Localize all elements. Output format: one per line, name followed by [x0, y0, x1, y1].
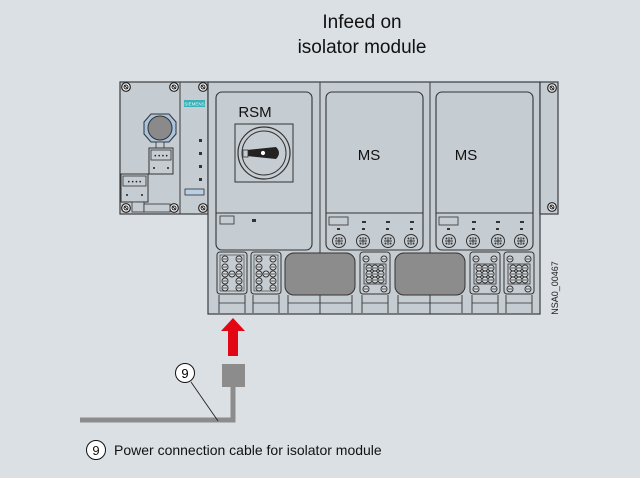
- ms-module-1: [325, 91, 424, 251]
- legend: 9 Power connection cable for isolator mo…: [86, 440, 382, 460]
- screw-icon: [121, 82, 131, 92]
- ms-label-2: MS: [455, 147, 478, 164]
- knob-icon[interactable]: [514, 234, 528, 248]
- screw-icon: [547, 83, 557, 93]
- screw-icon: [121, 203, 131, 213]
- diagram-title: Infeed on isolator module: [262, 10, 462, 60]
- connector-icon[interactable]: [503, 251, 535, 295]
- screw-icon: [547, 202, 557, 212]
- document-id: NSA0_00467: [550, 261, 560, 315]
- legend-text: Power connection cable for isolator modu…: [114, 442, 382, 458]
- brand-badge: [184, 100, 205, 107]
- svg-text:• • • •: • • • •: [154, 154, 167, 160]
- callout-9: 9: [175, 363, 195, 383]
- rsm-label: RSM: [238, 104, 271, 121]
- left-module: SIEMENS • • • • • • • •: [119, 81, 209, 215]
- screw-icon: [198, 82, 208, 92]
- knob-icon[interactable]: [466, 234, 480, 248]
- knob-icon[interactable]: [442, 234, 456, 248]
- connector-icon[interactable]: [469, 251, 501, 295]
- blank-cover: [394, 252, 466, 296]
- red-up-arrow-icon: [221, 318, 245, 356]
- callout-leader: [190, 381, 219, 422]
- callout-number: 9: [181, 365, 189, 381]
- connector-icon[interactable]: [359, 251, 391, 295]
- knob-icon[interactable]: [491, 234, 505, 248]
- rsm-module: [215, 91, 313, 251]
- title-line-1: Infeed on: [322, 12, 402, 33]
- knob-icon[interactable]: [356, 234, 370, 248]
- svg-text:SIEMENS: SIEMENS: [184, 102, 204, 107]
- knob-icon[interactable]: [404, 234, 418, 248]
- power-cable: [80, 387, 236, 423]
- blank-cover: [284, 252, 356, 296]
- title-line-2: isolator module: [297, 37, 427, 58]
- connector-strip: [216, 251, 535, 313]
- legend-number: 9: [86, 440, 106, 460]
- screw-icon: [198, 203, 208, 213]
- ms-label-1: MS: [358, 147, 381, 164]
- connector-icon[interactable]: [250, 251, 282, 295]
- knob-icon[interactable]: [332, 234, 346, 248]
- ms-module-2: [435, 91, 534, 251]
- svg-text:• • • •: • • • •: [128, 180, 141, 186]
- screw-icon: [169, 82, 179, 92]
- cable-plug: [222, 364, 245, 387]
- legend-number-text: 9: [92, 442, 100, 458]
- screw-icon: [169, 203, 179, 213]
- connector-icon[interactable]: [216, 251, 248, 295]
- knob-icon[interactable]: [381, 234, 395, 248]
